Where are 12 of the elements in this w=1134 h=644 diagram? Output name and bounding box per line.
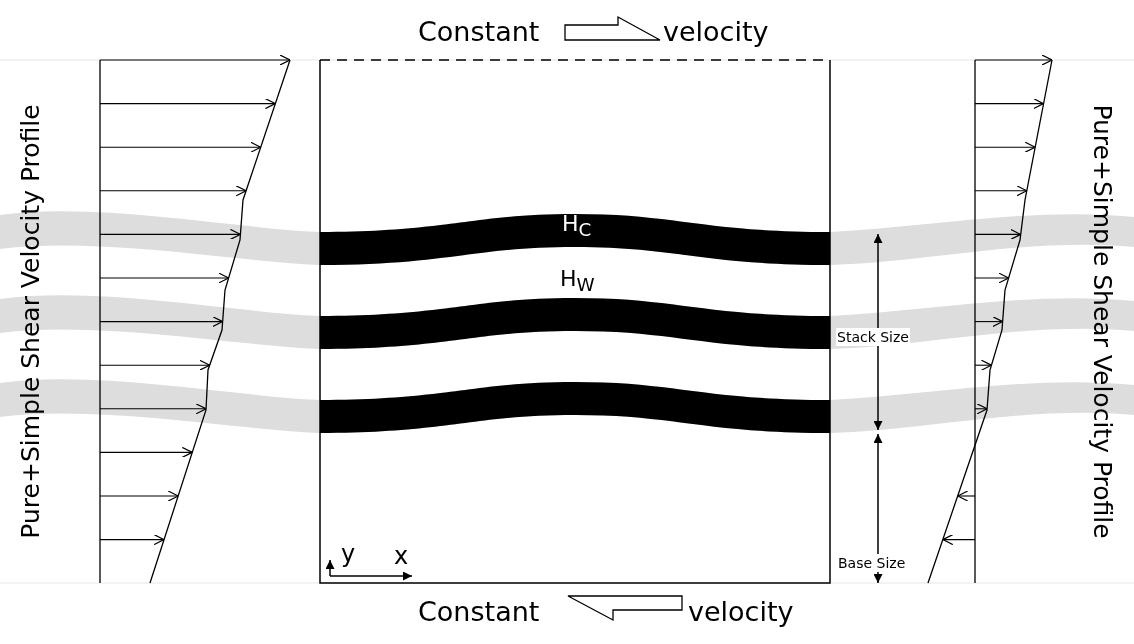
shear-label: Constant: [418, 598, 540, 625]
shear-label: velocity: [663, 18, 769, 45]
dimension-label: Base Size: [837, 554, 907, 572]
layer-symbol: H$_{W}$: [560, 268, 595, 295]
profile-title: Pure+Simple Shear Velocity Profile: [1089, 103, 1115, 539]
profile-title: Pure+Simple Shear Velocity Profile: [17, 103, 43, 539]
axis-label: y: [341, 542, 356, 566]
layer-symbol: H$_{C}$: [562, 213, 592, 240]
shear-label: Constant: [418, 18, 540, 45]
axis-label: x: [394, 544, 409, 568]
shear-label: velocity: [688, 598, 794, 625]
dimension-label: Stack Size: [836, 328, 910, 346]
